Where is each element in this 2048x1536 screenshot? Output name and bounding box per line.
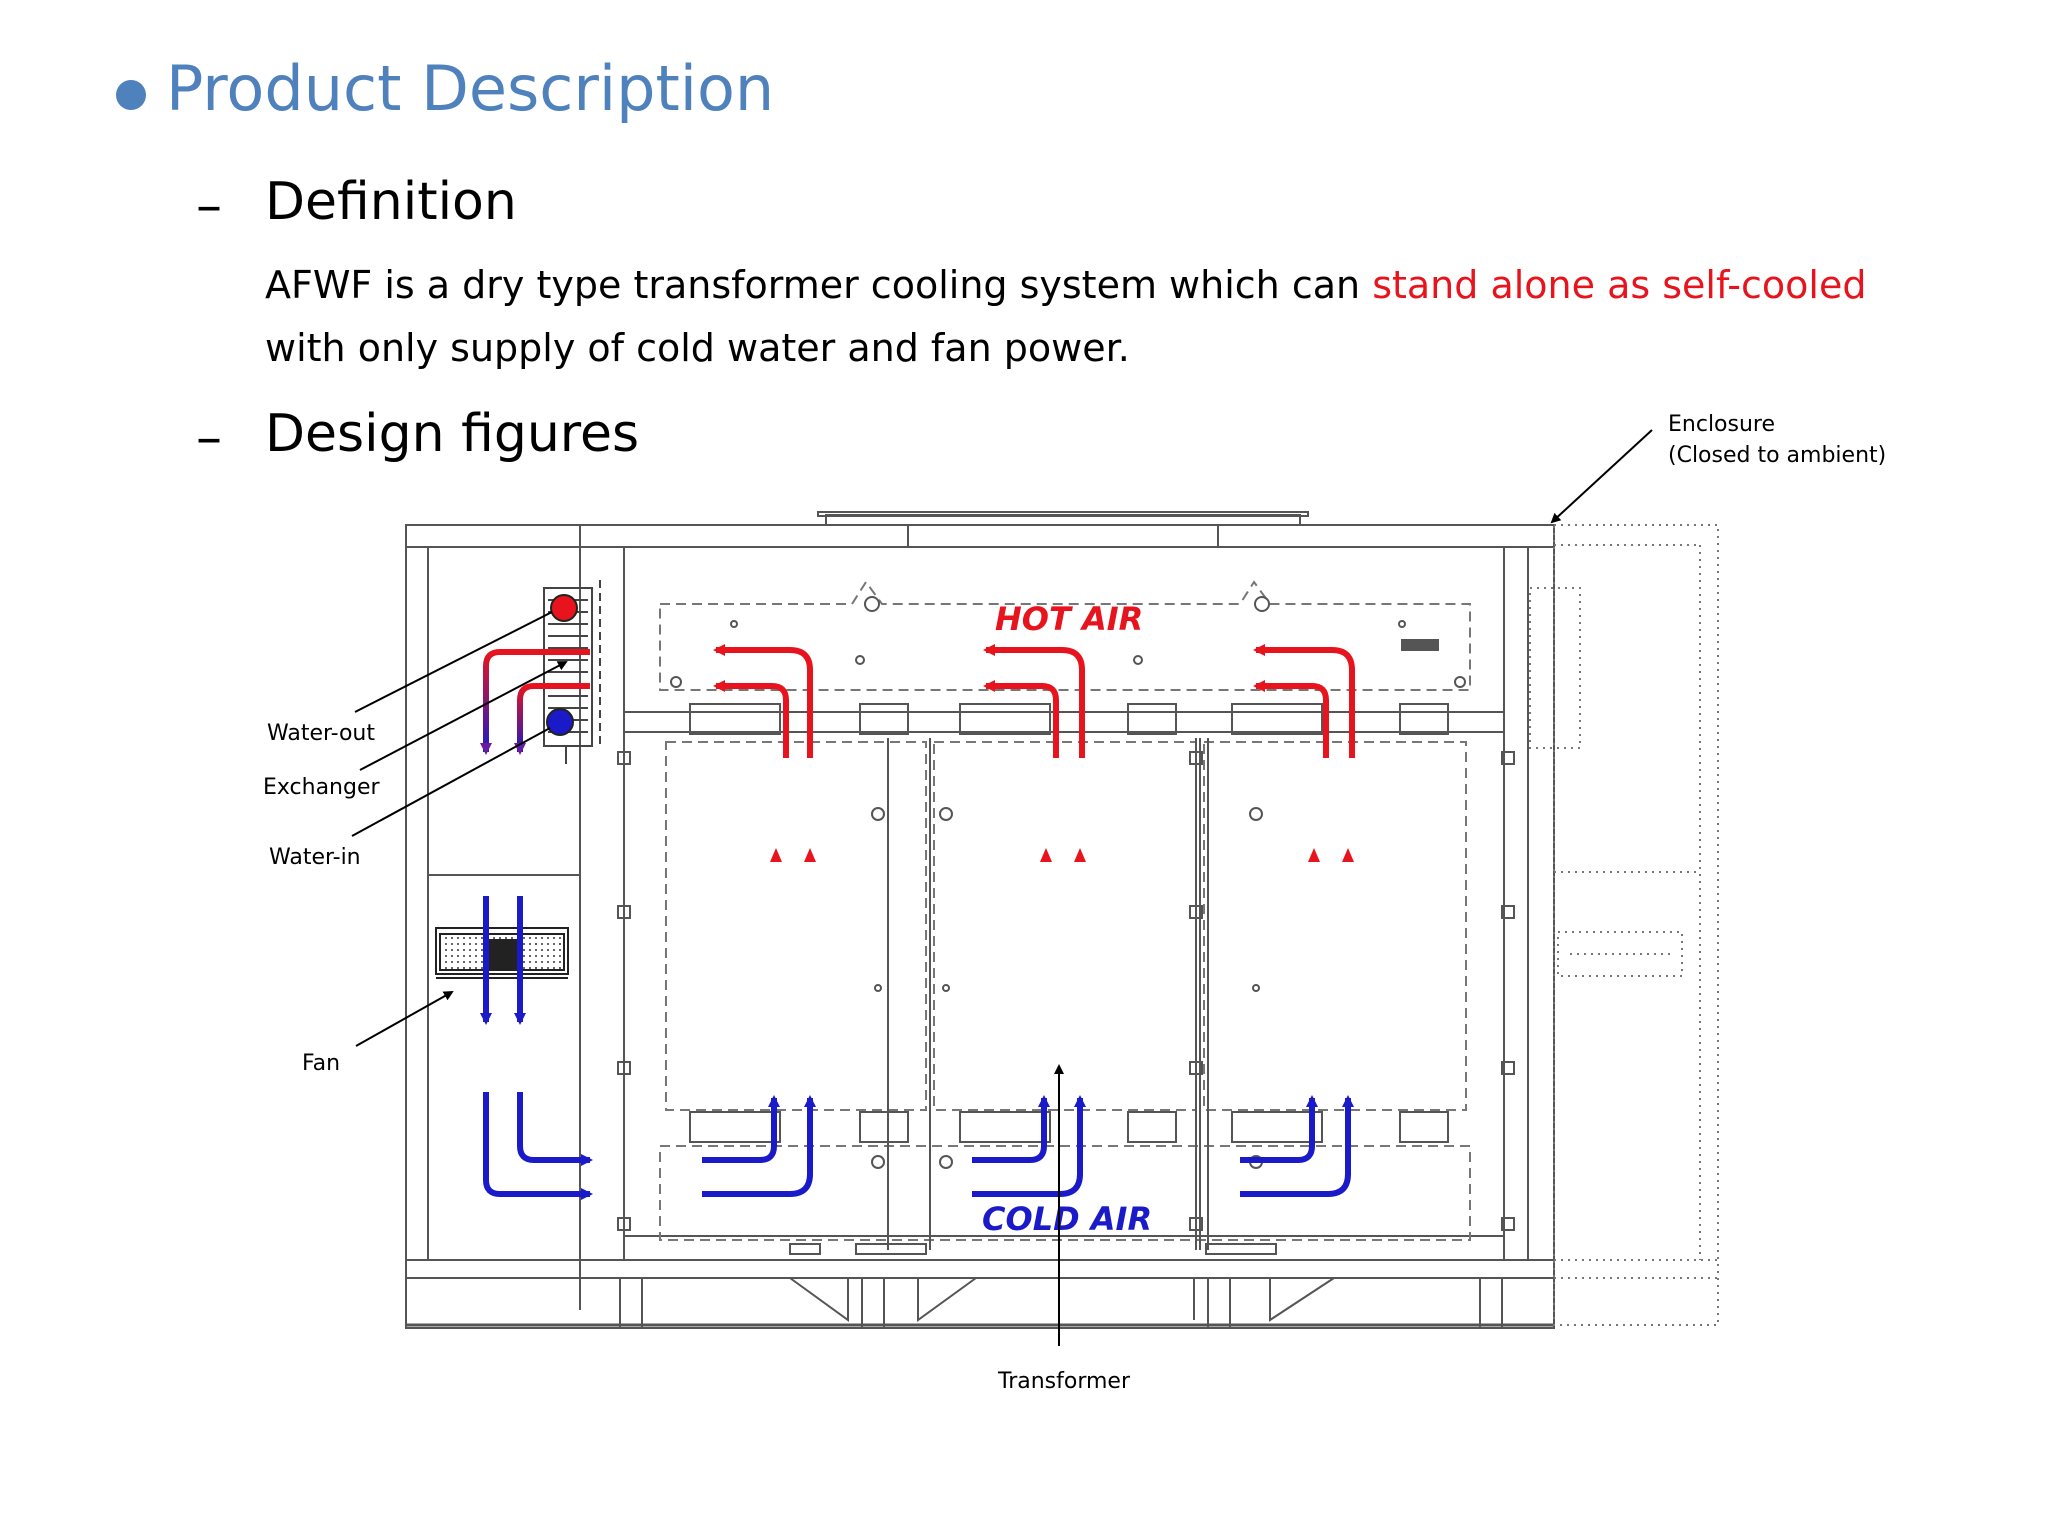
cabinet-frame: [405, 511, 1555, 1329]
water-in-port: [546, 708, 574, 736]
enclosure: [1529, 524, 1719, 1326]
transformer-label: Transformer: [997, 1369, 1131, 1394]
coil-dividers: [617, 596, 1515, 1255]
water-in-leader: [351, 727, 551, 837]
title-bullet: [116, 80, 146, 110]
hot-air-arrows: [713, 644, 1355, 758]
water-out-port: [550, 594, 578, 622]
fan-unit: [435, 927, 569, 979]
definition-heading: Definition: [265, 172, 517, 232]
water-in-label: Water-in: [269, 845, 361, 870]
cold-air-label: COLD AIR: [982, 1200, 1152, 1238]
definition-text: AFWF is a dry type transformer cooling s…: [265, 254, 1945, 380]
fan-leader: [355, 991, 454, 1047]
hot-air-label: HOT AIR: [995, 600, 1143, 638]
rising-air-heads: [770, 848, 1354, 862]
water-out-leader: [354, 611, 553, 713]
page-title: Product Description: [166, 52, 775, 125]
design-heading: Design figures: [265, 404, 640, 464]
enclosure-leader: [1550, 429, 1653, 524]
dash-definition: –: [196, 176, 222, 236]
rising-air-arrows: [773, 858, 1351, 982]
water-out-label: Water-out: [267, 721, 375, 746]
definition-text-highlight: stand alone as self-cooled: [1372, 263, 1867, 307]
exchanger-label: Exchanger: [263, 775, 380, 800]
enclosure-label: Enclosure: [1668, 412, 1775, 437]
fan-label: Fan: [302, 1051, 340, 1076]
exchanger-leader: [359, 661, 568, 771]
exchanger-airflow: [480, 649, 590, 755]
leader-lines: [351, 429, 1653, 1346]
cold-air-arrows: [702, 1095, 1354, 1197]
enclosure-sublabel: (Closed to ambient): [1668, 443, 1886, 468]
definition-text-after: with only supply of cold water and fan p…: [265, 326, 1130, 370]
dash-design: –: [196, 408, 222, 468]
transformer-coils: [659, 580, 1471, 1241]
fan-airflow: [480, 896, 593, 1200]
definition-text-before: AFWF is a dry type transformer cooling s…: [265, 263, 1373, 307]
